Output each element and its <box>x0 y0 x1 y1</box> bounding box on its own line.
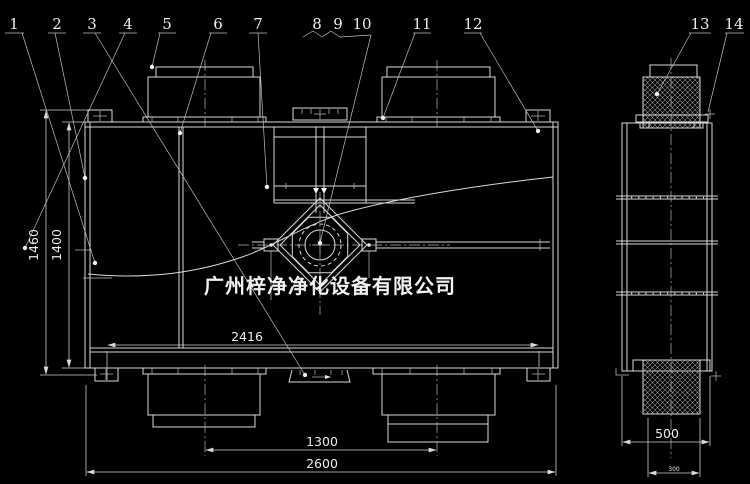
callout-numbers: 1 2 3 4 5 6 7 8 9 10 11 12 13 14 <box>9 15 743 33</box>
side-view <box>615 58 721 458</box>
company-watermark: 广州梓净净化设备有限公司 <box>204 274 456 298</box>
top-center-box <box>292 107 348 121</box>
dimension-overall-height: 1460 <box>26 109 97 376</box>
callout-2: 2 <box>52 15 62 33</box>
callout-underlines <box>5 30 744 38</box>
top-duct-right <box>376 60 501 127</box>
unit-body <box>75 121 559 369</box>
front-view <box>75 60 559 456</box>
datum-cross-icon <box>711 371 721 381</box>
bottom-duct-left <box>142 365 267 456</box>
side-bottom-duct-hatch <box>642 359 701 415</box>
dimension-body-height: 1400 <box>49 121 85 369</box>
callout-7: 7 <box>253 15 263 33</box>
dim-text-side-duct: 300 <box>668 466 680 473</box>
datum-cross-icon <box>705 109 715 119</box>
callout-6: 6 <box>213 15 223 33</box>
callout-leaders <box>21 32 728 378</box>
callout-9: 9 <box>333 15 343 33</box>
bottom-center-bracket <box>288 369 351 383</box>
callout-5: 5 <box>162 15 172 33</box>
volute-curve <box>87 176 554 277</box>
lifting-lug-top-left <box>87 109 113 123</box>
bottom-duct-right <box>372 365 501 456</box>
lifting-lug-bottom-right <box>526 367 551 382</box>
dimension-mount-span: 2416 <box>106 329 540 380</box>
dim-text-1300: 1300 <box>306 434 338 449</box>
dimension-side-duct-width: 300 <box>647 418 701 477</box>
dimension-overall-width: 2600 <box>85 385 557 476</box>
callout-3: 3 <box>87 15 97 33</box>
callout-11: 11 <box>412 15 431 33</box>
dim-text-500: 500 <box>655 426 679 441</box>
callout-10: 10 <box>352 15 371 33</box>
callout-1: 1 <box>9 15 19 33</box>
dim-text-2600: 2600 <box>306 456 338 471</box>
dim-text-1460: 1460 <box>26 229 41 261</box>
callout-8: 8 <box>312 15 322 33</box>
dimension-side-depth: 500 <box>621 376 711 446</box>
lifting-lug-bottom-left <box>94 367 119 382</box>
dim-text-1400: 1400 <box>49 229 64 261</box>
callout-4: 4 <box>123 15 133 33</box>
top-duct-left <box>142 60 267 127</box>
motor-mount-frame <box>273 127 415 213</box>
fan-impeller <box>238 192 550 315</box>
dimension-duct-spacing: 1300 <box>205 434 437 453</box>
dim-text-2416: 2416 <box>231 329 263 344</box>
callout-12: 12 <box>463 15 482 33</box>
callout-14: 14 <box>724 15 743 33</box>
lifting-lug-top-right <box>525 109 551 123</box>
callout-13: 13 <box>690 15 709 33</box>
side-top-duct-hatch <box>642 76 701 129</box>
